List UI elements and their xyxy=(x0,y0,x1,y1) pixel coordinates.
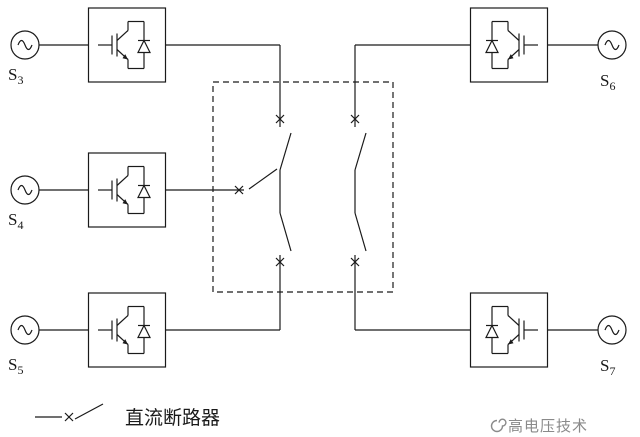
source-label-sub: 3 xyxy=(17,73,23,87)
dc-breaker-upper-left xyxy=(275,114,292,171)
dc-breaker-middle xyxy=(234,168,278,195)
source-label-base: S xyxy=(600,356,609,375)
breaker-blade xyxy=(279,212,292,252)
source-label-base: S xyxy=(8,210,17,229)
ac-source-s7 xyxy=(597,315,627,345)
legend-x-icon xyxy=(64,412,74,422)
converter-box-s3 xyxy=(87,7,167,83)
breaker-blade xyxy=(354,132,367,171)
source-label-base: S xyxy=(8,355,17,374)
source-label-s5: S5 xyxy=(8,355,23,377)
breaker-blade xyxy=(248,168,278,190)
ac-source-s3 xyxy=(10,30,40,60)
ac-source-s5 xyxy=(10,315,40,345)
converter-box-s7 xyxy=(469,292,549,368)
source-label-s3: S3 xyxy=(8,65,23,87)
source-label-base: S xyxy=(8,65,17,84)
legend-label: 直流断路器 xyxy=(125,407,220,429)
source-label-sub: 4 xyxy=(17,218,23,232)
source-label-base: S xyxy=(600,71,609,90)
converter-box-s5 xyxy=(87,292,167,368)
dc-breaker-lower-right xyxy=(350,212,367,267)
ac-source-s4 xyxy=(10,175,40,205)
breaker-blade xyxy=(354,212,367,252)
dc-breaker-zone xyxy=(212,81,394,293)
source-label-sub: 6 xyxy=(609,79,615,93)
legend: 直流断路器 xyxy=(35,403,220,429)
ac-source-s6 xyxy=(597,30,627,60)
source-label-s7: S7 xyxy=(600,356,615,378)
converter-box-s4 xyxy=(87,152,167,228)
watermark: 高电压技术 xyxy=(490,417,588,435)
watermark-text: 高电压技术 xyxy=(508,417,588,435)
source-label-s4: S4 xyxy=(8,210,23,232)
breaker-blade xyxy=(279,132,292,171)
source-label-s6: S6 xyxy=(600,71,615,93)
dc-breaker-lower-left xyxy=(275,212,292,267)
source-label-sub: 5 xyxy=(17,363,23,377)
watermark-logo-swirl-icon xyxy=(490,418,507,433)
converter-box-s6 xyxy=(469,7,549,83)
dc-breaker-upper-right xyxy=(350,114,367,171)
legend-blade xyxy=(74,403,104,420)
source-label-sub: 7 xyxy=(609,364,615,378)
